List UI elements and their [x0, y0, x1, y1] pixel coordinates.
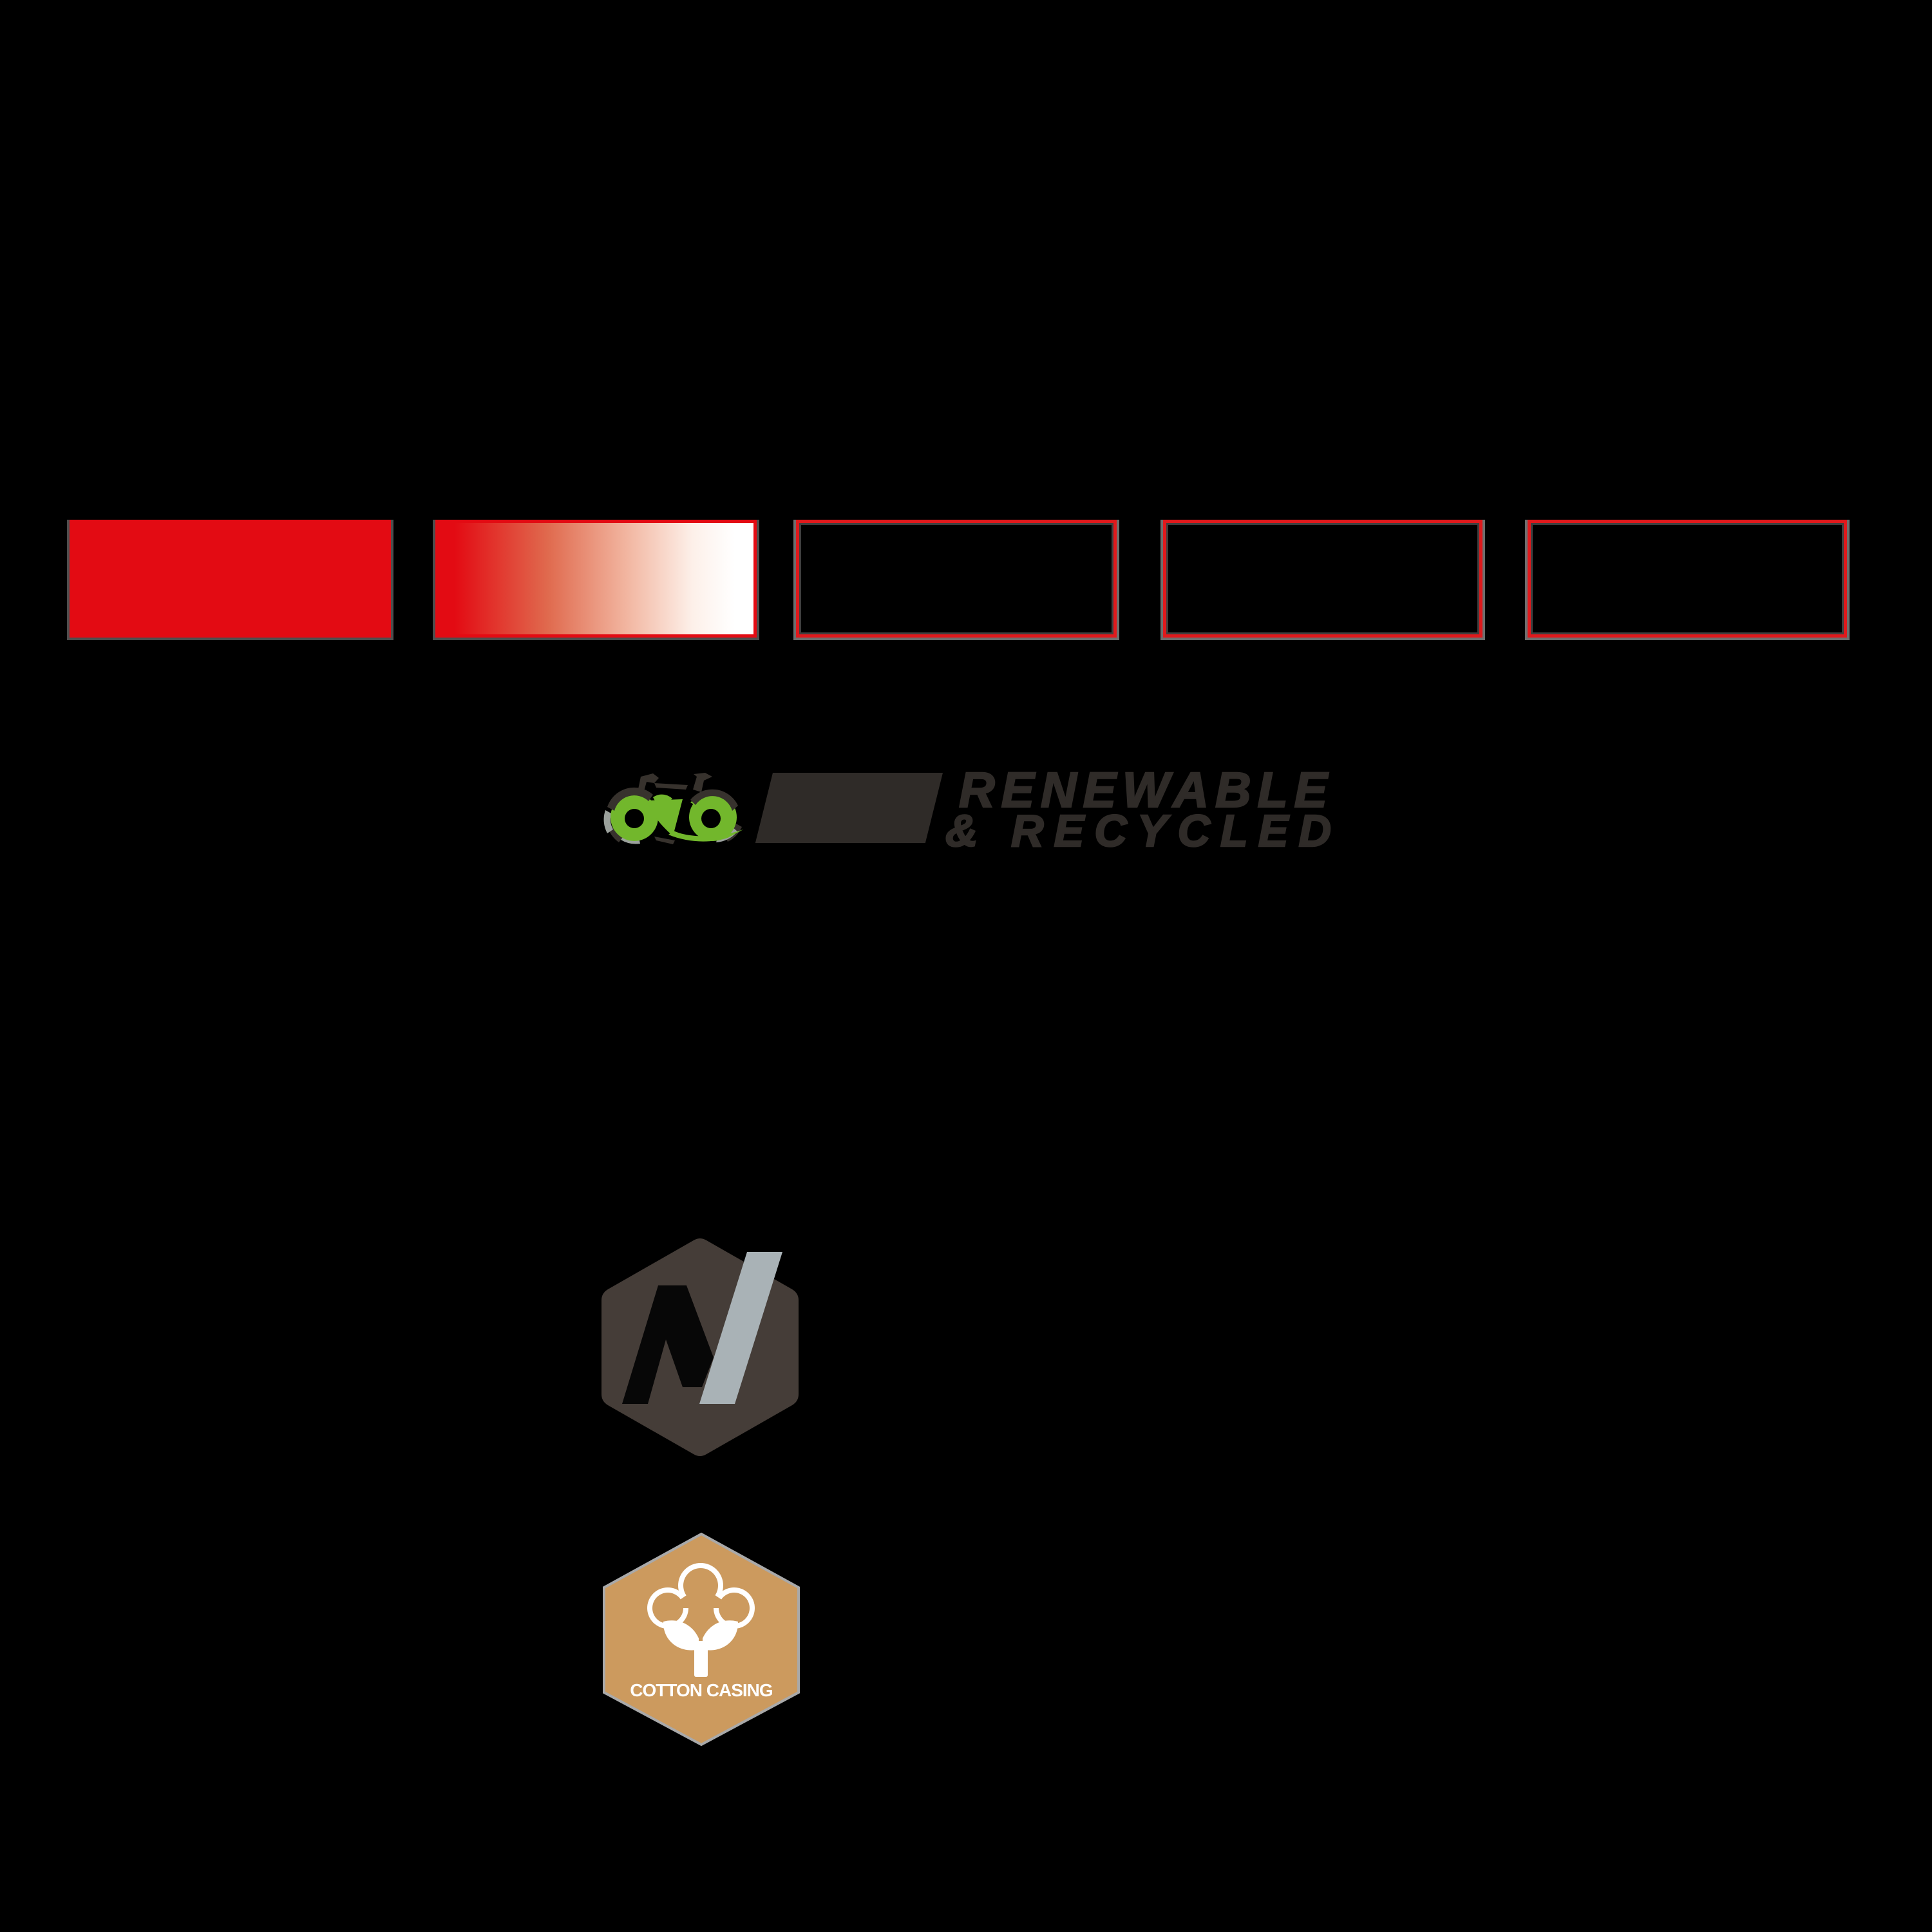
- svg-text:COTTON CASING: COTTON CASING: [630, 1680, 773, 1700]
